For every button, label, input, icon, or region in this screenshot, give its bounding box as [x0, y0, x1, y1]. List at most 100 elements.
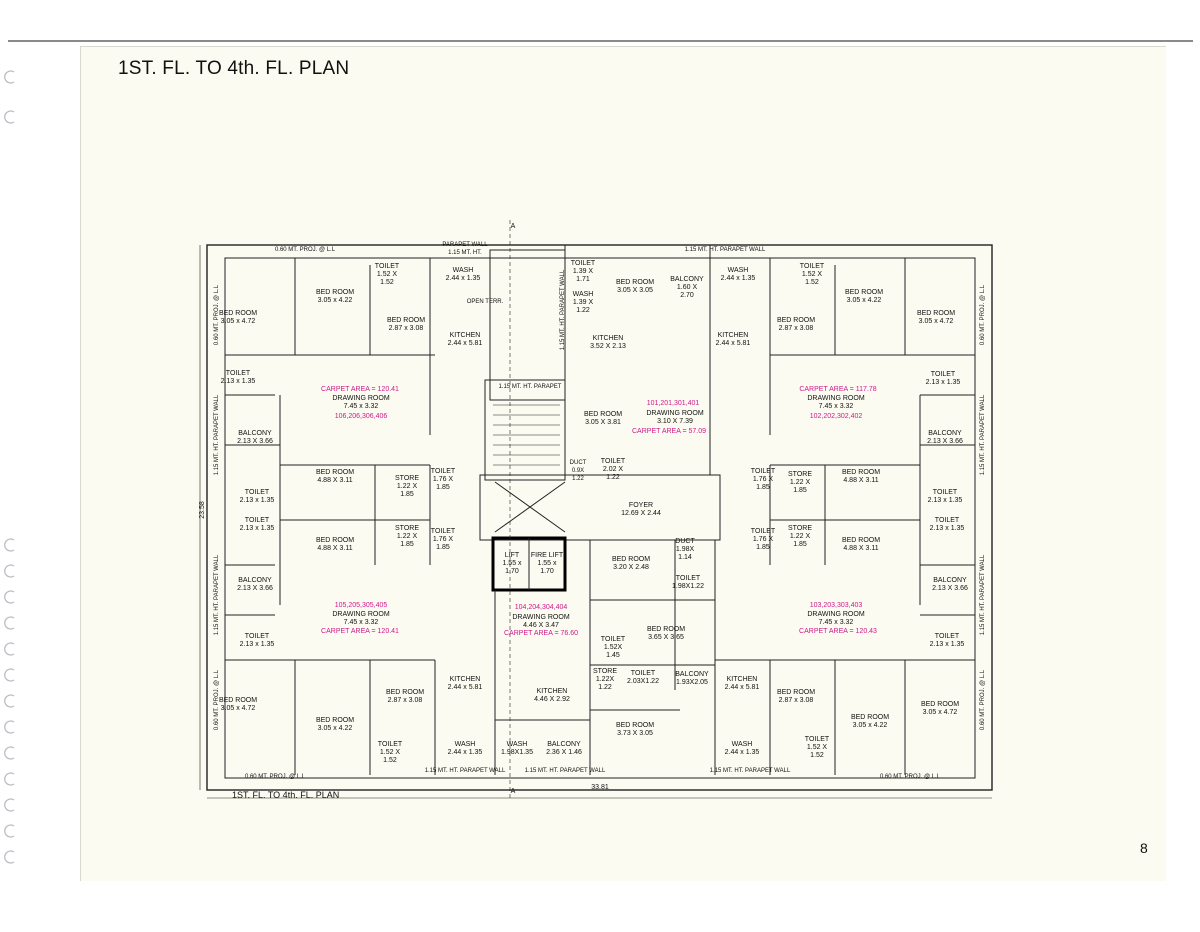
room-label: BED ROOM 3.73 X 3.05 — [615, 722, 655, 737]
room-label: CARPET AREA = 57.09 — [632, 428, 706, 435]
floor-plan: A A 23.58 33.81 0.60 MT. PROJ. @ L.L PAR… — [195, 220, 1005, 805]
room-label: DRAWING ROOM 7.45 x 3.32 — [807, 395, 865, 410]
room-label: BALCONY 2.13 X 3.66 — [932, 577, 968, 592]
section-a-bottom: A — [510, 788, 516, 795]
note-top-left: 0.60 MT. PROJ. @ L.L — [274, 247, 336, 253]
lift-label: LIFT 1.55 x 1.70 — [502, 552, 522, 575]
room-label: KITCHEN 4.46 X 2.92 — [534, 688, 570, 703]
note-left-mid-bottom: 1.15 MT. HT. PARAPET WALL — [214, 554, 220, 636]
room-label: 101,201,301,401 — [646, 400, 700, 407]
page-number: 8 — [1140, 840, 1148, 856]
room-label: BED ROOM 2.87 x 3.08 — [776, 317, 816, 332]
room-label: TOILET 2.13 x 1.35 — [220, 370, 256, 385]
room-label: 102,202,302,402 — [809, 413, 863, 420]
page-title: 1ST. FL. TO 4th. FL. PLAN — [118, 58, 350, 79]
room-label: 106,206,306,406 — [334, 413, 388, 420]
room-label: TOILET 2.13 x 1.35 — [927, 489, 963, 504]
room-label: TOILET 1.52 X 1.52 — [804, 736, 830, 759]
room-label: TOILET 2.13 x 1.35 — [239, 517, 275, 532]
room-label: WASH 1.98X1.35 — [501, 741, 533, 756]
room-label: STORE 1.22 X 1.85 — [788, 525, 812, 548]
room-label: BED ROOM 3.05 x 4.72 — [218, 310, 258, 325]
room-label: BALCONY 1.93X2.05 — [675, 671, 709, 686]
dimension-width: 33.81 — [591, 784, 609, 791]
note-top-right: 1.15 MT. HT. PARAPET WALL — [684, 247, 766, 253]
note-top-parapet: PARAPET WALL 1.15 MT. HT. — [442, 242, 488, 256]
room-label: BED ROOM 4.88 X 3.11 — [841, 469, 881, 484]
room-label: TOILET 1.98X1.22 — [672, 575, 704, 590]
room-label: CARPET AREA = 120.41 — [321, 386, 399, 393]
room-label: TOILET 1.76 X 1.85 — [750, 468, 776, 491]
note-right-bottom: 0.60 MT. PROJ. @ L.L — [980, 669, 986, 731]
room-label: BED ROOM 4.88 X 3.11 — [315, 537, 355, 552]
note-bottom-left: 0.60 MT. PROJ. @ L.L — [244, 774, 306, 780]
room-label: WASH 2.44 x 1.35 — [447, 741, 483, 756]
room-label: BED ROOM 2.87 x 3.08 — [385, 689, 425, 704]
room-label: DRAWING ROOM 4.46 X 3.47 — [512, 614, 570, 629]
room-label: STORE 1.22 X 1.85 — [395, 525, 419, 548]
room-label: WASH 2.44 x 1.35 — [720, 267, 756, 282]
note-stair-parapet: 1.15 MT. HT. PARAPET — [498, 384, 562, 390]
room-label: BALCONY 2.13 X 3.66 — [237, 430, 273, 445]
plan-sheet — [80, 46, 1166, 881]
room-label: TOILET 2.13 x 1.35 — [239, 489, 275, 504]
room-label: TOILET 1.76 X 1.85 — [750, 528, 776, 551]
room-label: BED ROOM 3.05 x 4.72 — [920, 701, 960, 716]
room-label: BALCONY 2.13 X 3.66 — [237, 577, 273, 592]
note-right-mid-bottom: 1.15 MT. HT. PARAPET WALL — [980, 554, 986, 636]
fire-lift-label: FIRE LIFT 1.55 x 1.70 — [530, 552, 564, 575]
room-label: TOILET 1.76 X 1.85 — [430, 468, 456, 491]
room-label: BED ROOM 3.05 x 4.22 — [315, 289, 355, 304]
section-a-top: A — [510, 223, 516, 230]
room-label: BED ROOM 2.87 x 3.08 — [386, 317, 426, 332]
note-right-mid-top: 1.15 MT. HT. PARAPET WALL — [980, 394, 986, 476]
binder-holes — [0, 0, 30, 927]
room-label: WASH 2.44 x 1.35 — [445, 267, 481, 282]
room-label: BED ROOM 4.88 X 3.11 — [841, 537, 881, 552]
room-label: TOILET 1.76 X 1.85 — [430, 528, 456, 551]
page-top-rule — [8, 40, 1193, 42]
room-label: TOILET 2.13 x 1.35 — [929, 633, 965, 648]
note-bottom-mid-left: 1.15 MT. HT. PARAPET WALL — [424, 768, 506, 774]
room-label: CARPET AREA = 120.43 — [799, 628, 877, 635]
room-label: TOILET 2.03X1.22 — [627, 670, 659, 685]
room-label: BED ROOM 3.05 x 4.72 — [218, 697, 258, 712]
room-label: FOYER 12.69 X 2.44 — [621, 502, 661, 517]
room-label: 105,205,305,405 — [334, 602, 388, 609]
room-label: DUCT 0.9X 1.22 — [569, 460, 587, 482]
room-label: DRAWING ROOM 3.10 X 7.39 — [646, 410, 704, 425]
note-bottom-right: 0.60 MT. PROJ. @ L.L — [879, 774, 941, 780]
room-label: BALCONY 2.13 X 3.66 — [927, 430, 963, 445]
room-label: KITCHEN 2.44 x 5.81 — [724, 676, 760, 691]
room-label: KITCHEN 3.52 X 2.13 — [590, 335, 626, 350]
room-label: 103,203,303,403 — [809, 602, 863, 609]
note-bottom-mid: 1.15 MT. HT. PARAPET WALL — [524, 768, 606, 774]
room-label: BED ROOM 3.05 x 4.72 — [916, 310, 956, 325]
note-open-terr: OPEN TERR. — [466, 299, 504, 305]
room-label: WASH 1.39 X 1.22 — [572, 291, 594, 314]
room-label: TOILET 1.39 X 1.71 — [570, 260, 596, 283]
room-label: STORE 1.22X 1.22 — [593, 668, 617, 691]
room-label: TOILET 1.52 X 1.52 — [377, 741, 403, 764]
room-label: TOILET 1.52 X 1.52 — [799, 263, 825, 286]
room-label: BED ROOM 3.05 X 3.05 — [615, 279, 655, 294]
room-label: BED ROOM 3.05 X 3.81 — [583, 411, 623, 426]
room-label: TOILET 2.13 x 1.35 — [929, 517, 965, 532]
floor-plan-walls — [199, 220, 993, 800]
room-label: BED ROOM 3.05 x 4.22 — [315, 717, 355, 732]
room-label: DRAWING ROOM 7.45 x 3.32 — [332, 611, 390, 626]
room-label: STORE 1.22 X 1.85 — [395, 475, 419, 498]
room-label: BED ROOM 3.05 x 4.22 — [850, 714, 890, 729]
room-label: TOILET 2.13 x 1.35 — [239, 633, 275, 648]
room-label: BED ROOM 2.87 x 3.08 — [776, 689, 816, 704]
note-right-top: 0.60 MT. PROJ. @ L.L — [980, 284, 986, 346]
room-label: TOILET 1.52 X 1.52 — [374, 263, 400, 286]
room-label: BED ROOM 3.20 X 2.48 — [611, 556, 651, 571]
room-label: KITCHEN 2.44 x 5.81 — [447, 676, 483, 691]
note-bottom-mid-right: 1.15 MT. HT. PARAPET WALL — [709, 768, 791, 774]
note-left-mid-top: 1.15 MT. HT. PARAPET WALL — [214, 394, 220, 476]
room-label: BED ROOM 3.65 X 3.65 — [646, 626, 686, 641]
note-vertical-parapet: 1.15 MT. HT. PARAPET WALL — [560, 269, 566, 351]
room-label: BED ROOM 4.88 X 3.11 — [315, 469, 355, 484]
room-label: BALCONY 1.60 X 2.70 — [670, 276, 704, 299]
